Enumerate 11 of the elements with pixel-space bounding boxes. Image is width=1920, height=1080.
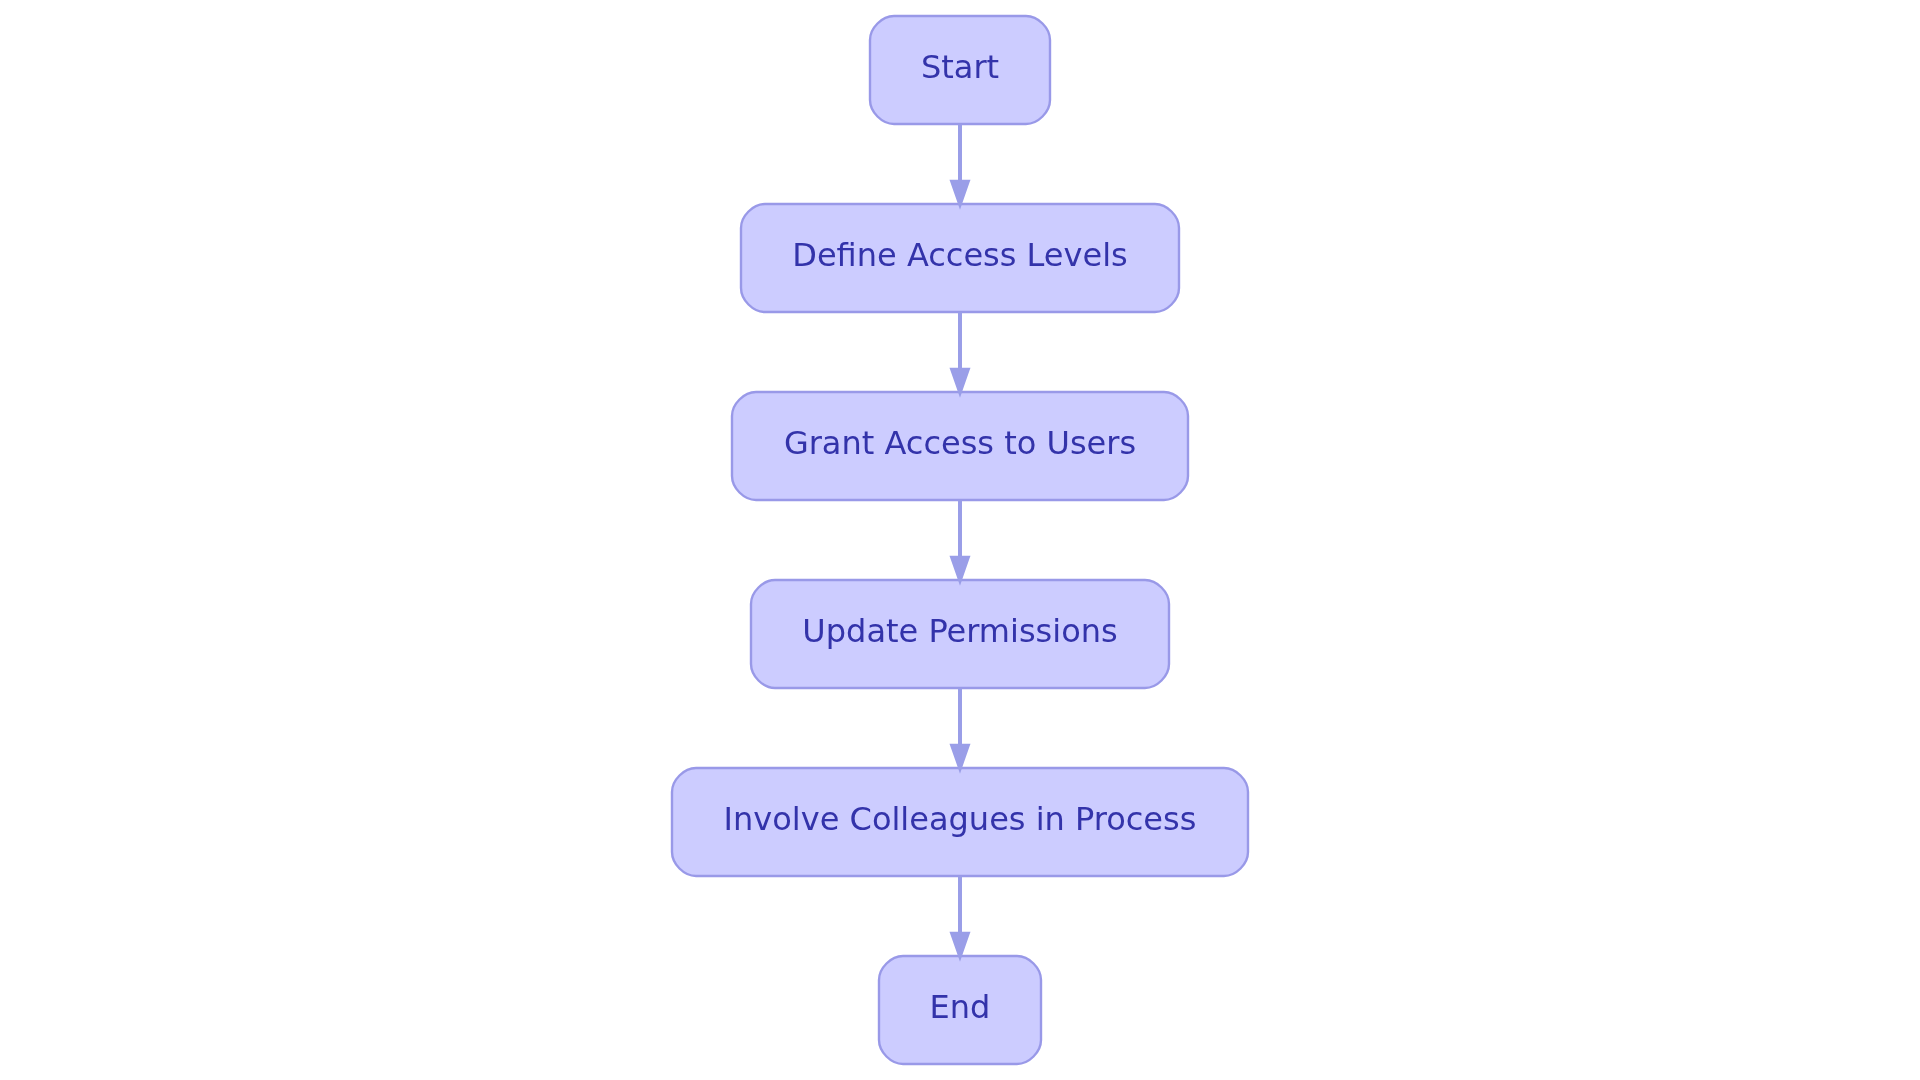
node-box: Define Access Levels	[739, 202, 1181, 314]
node-box: Involve Colleagues in Process	[670, 766, 1250, 878]
arrow	[949, 876, 971, 962]
node-box: End	[877, 954, 1043, 1066]
node-box: Grant Access to Users	[730, 390, 1190, 502]
arrow	[949, 124, 971, 210]
node-box: Update Permissions	[749, 578, 1171, 690]
arrow	[949, 500, 971, 586]
arrow	[949, 312, 971, 398]
arrow	[949, 688, 971, 774]
node-box: Start	[868, 14, 1052, 126]
